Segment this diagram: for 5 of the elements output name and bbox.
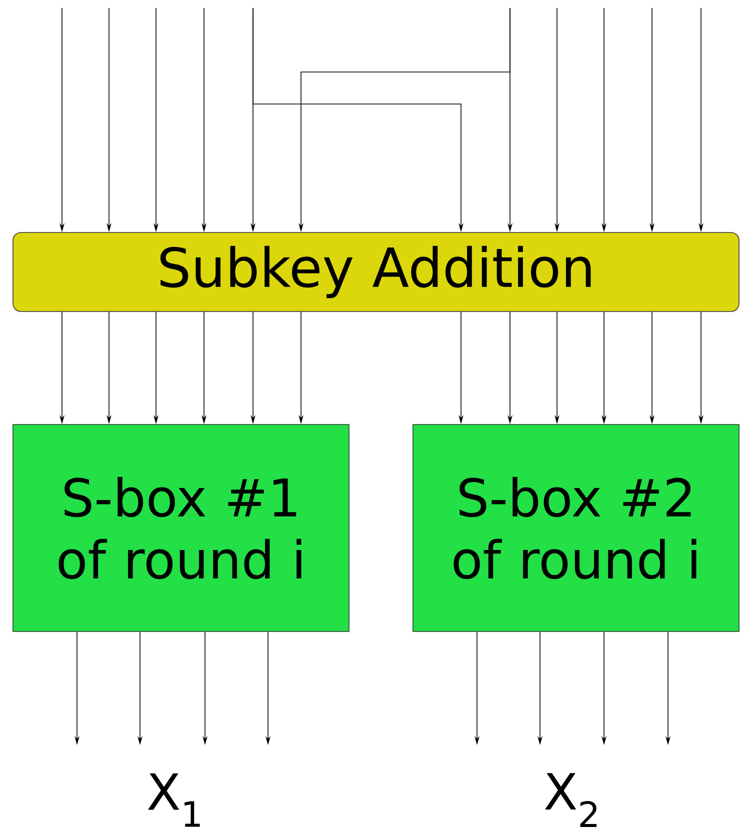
subkey-addition-bar: Subkey Addition bbox=[12, 232, 740, 312]
s-box: S-box #2 of round i bbox=[412, 424, 740, 632]
s-box: S-box #1 of round i bbox=[12, 424, 350, 632]
output-label: X$_{2}$ bbox=[545, 773, 597, 827]
output-label: X$_{1}$ bbox=[148, 773, 200, 827]
